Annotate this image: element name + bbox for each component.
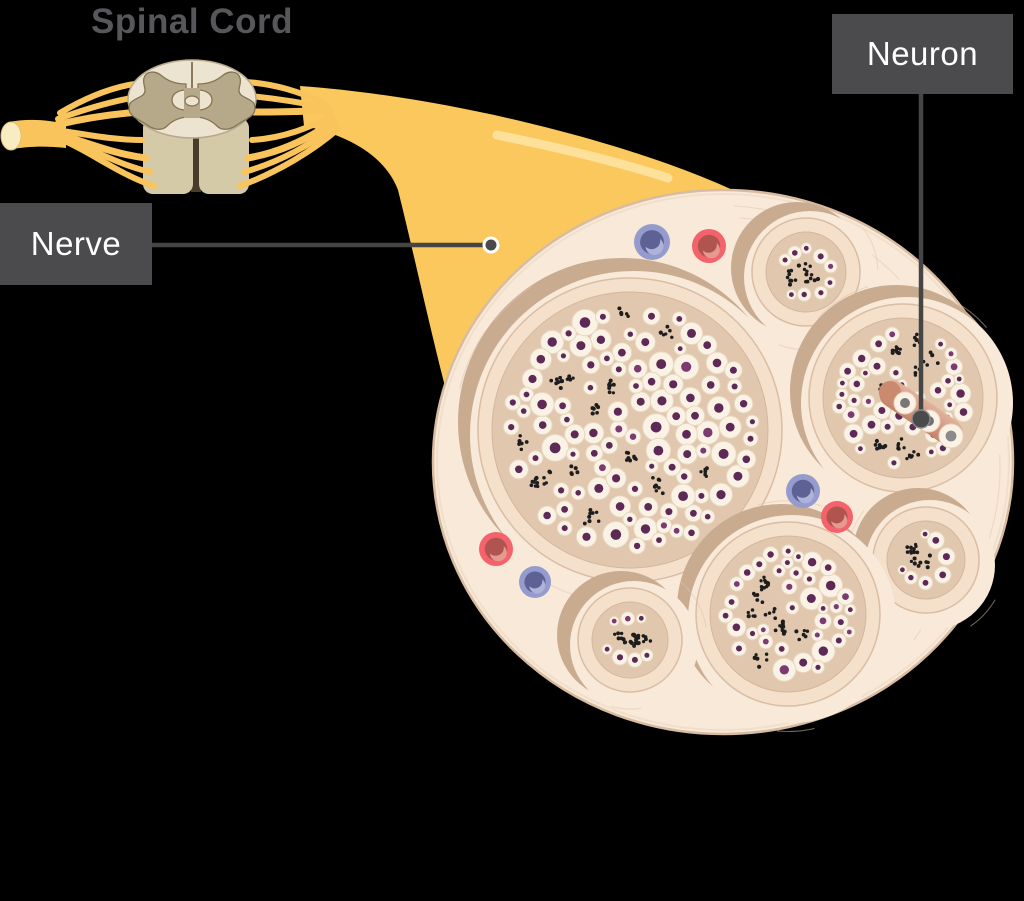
nerve-rootlet — [243, 79, 327, 106]
nerve-label-text: Nerve — [30, 225, 122, 262]
spinal-cord-title: Spinal Cord — [91, 2, 293, 41]
nerve-rootlet — [241, 122, 339, 175]
nerve-rootlet — [250, 107, 334, 116]
neuron-label-box: Neuron — [832, 14, 1013, 94]
blood-vessel-red — [821, 501, 853, 533]
nerve-rootlet — [52, 127, 145, 143]
neuron-pointer-dot — [911, 409, 931, 429]
blood-vessel-blue — [519, 566, 551, 598]
blood-vessel-blue — [634, 224, 670, 260]
blood-vessel-red — [479, 532, 513, 566]
gray-matter — [128, 71, 187, 130]
blood-vessel-blue — [786, 474, 820, 508]
nerve-label-box: Nerve — [0, 203, 152, 285]
nerve-rootlet — [247, 93, 331, 111]
nerve-rootlet — [244, 117, 338, 162]
fascicle — [669, 495, 907, 733]
central-canal — [184, 95, 200, 107]
nerve-highlight — [492, 130, 673, 183]
nerve-rootlet — [249, 113, 335, 143]
fascicle — [727, 193, 885, 351]
nerve-cross-section — [431, 188, 1021, 736]
blood-vessel-red — [692, 229, 726, 263]
nerve-rootlet — [237, 126, 341, 189]
fascicle — [454, 254, 806, 606]
nerve-rootlet — [57, 136, 157, 189]
neuron-label-text: Neuron — [866, 35, 979, 72]
spinal-cord-graphic — [0, 59, 341, 194]
nerve-pointer-dot — [482, 236, 500, 254]
fascicle — [552, 562, 708, 718]
